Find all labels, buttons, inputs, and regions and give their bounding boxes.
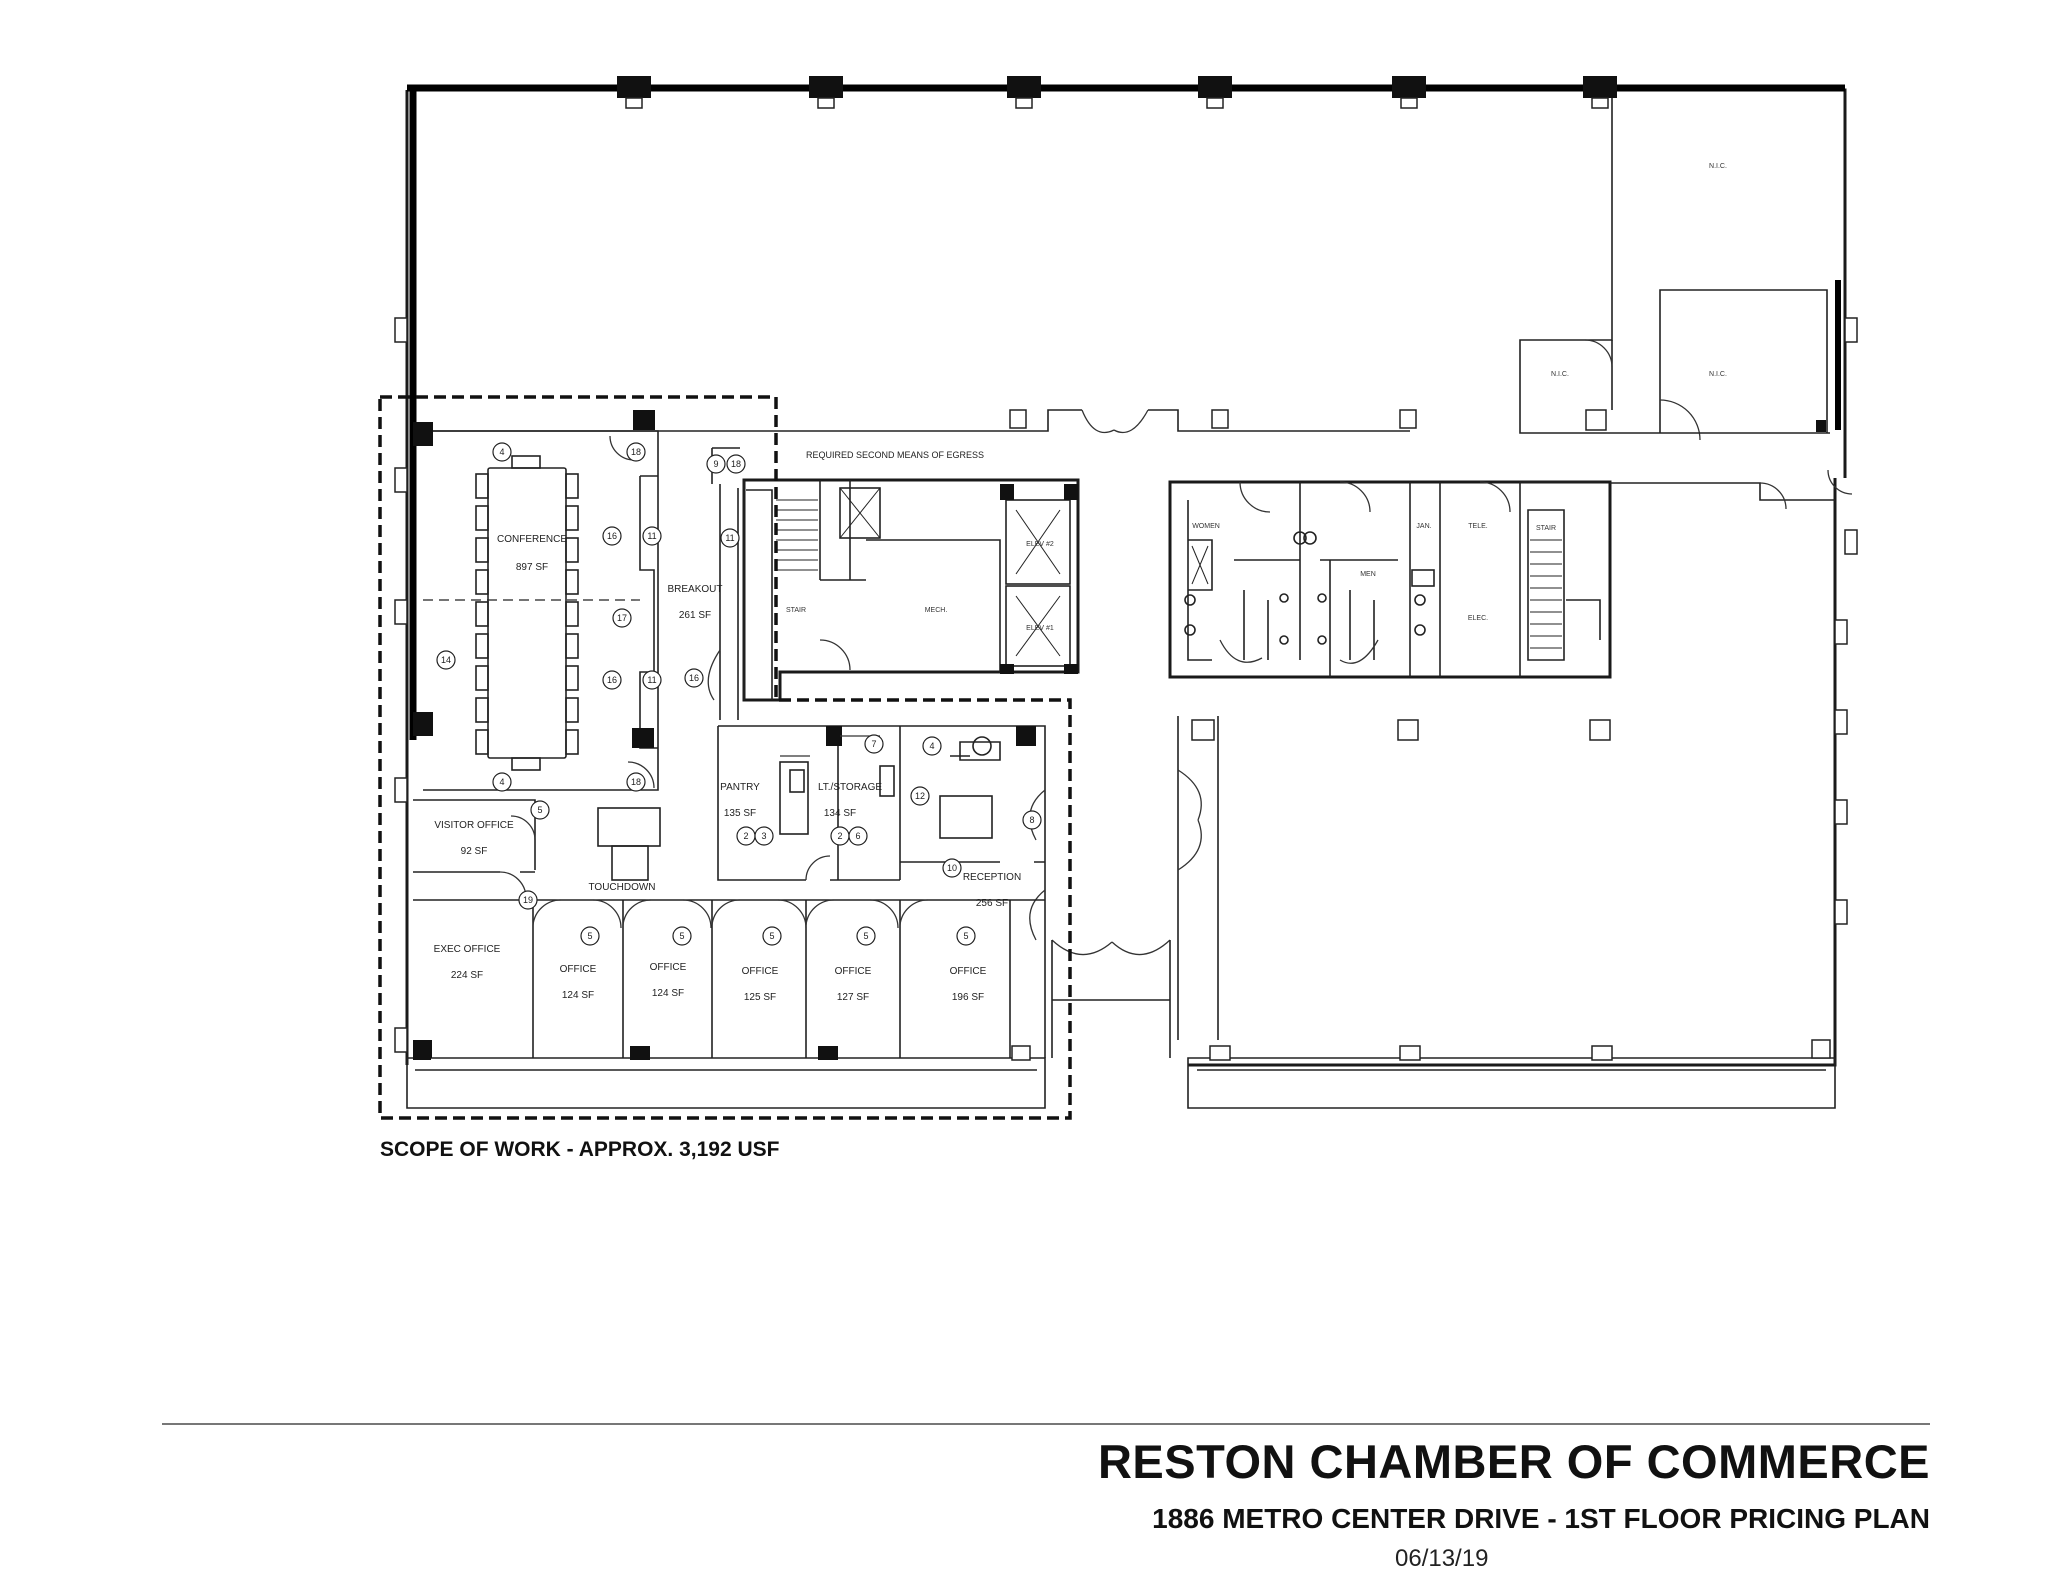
exec-office-area: 224 SF <box>451 970 483 981</box>
keynote-circle: 5 <box>679 931 684 941</box>
visitor-office-name: VISITOR OFFICE <box>434 820 514 831</box>
office-2-area: 124 SF <box>652 988 684 999</box>
keynote-circle: 11 <box>725 533 734 543</box>
keynote-circle: 5 <box>863 931 868 941</box>
visitor-office-area: 92 SF <box>461 846 488 857</box>
keynote-circle: 5 <box>963 931 968 941</box>
keynote-circle: 16 <box>607 675 617 685</box>
room-labels: CONFERENCE 897 SF BREAKOUT 261 SF PANTRY… <box>434 450 1022 1003</box>
office-3-name: OFFICE <box>742 966 779 977</box>
scope-of-work-boundary <box>378 395 1072 1120</box>
keynotes: 4 18 9 18 16 11 11 17 14 16 11 16 4 18 7… <box>436 442 1042 946</box>
pantry-area: 135 SF <box>724 808 756 819</box>
stair-left-label: STAIR <box>786 607 806 614</box>
women-restroom-label: WOMEN <box>1192 523 1220 530</box>
nic-label-east: N.I.C. <box>1709 371 1727 378</box>
egress-note: REQUIRED SECOND MEANS OF EGRESS <box>806 450 984 460</box>
breakout-name: BREAKOUT <box>667 584 722 595</box>
scope-of-work-caption: SCOPE OF WORK - APPROX. 3,192 USF <box>380 1138 780 1161</box>
office-4-area: 127 SF <box>837 992 869 1003</box>
building-shell <box>394 76 1858 1109</box>
exec-office-name: EXEC OFFICE <box>434 944 501 955</box>
nic-label-north: N.I.C. <box>1709 163 1727 170</box>
keynote-circle: 8 <box>1029 815 1034 825</box>
office-4-name: OFFICE <box>835 966 872 977</box>
building-core: STAIR MECH. ELEV #2 ELEV #1 WOMEN <box>742 478 1612 702</box>
tele-room-label: TELE. <box>1468 523 1488 530</box>
office-1-name: OFFICE <box>560 964 597 975</box>
breakout-area: 261 SF <box>679 610 711 621</box>
title-block-date: 06/13/19 <box>1395 1545 1489 1572</box>
keynote-circle: 5 <box>537 805 542 815</box>
keynote-circle: 4 <box>499 777 504 787</box>
touchdown-name: TOUCHDOWN <box>588 882 655 893</box>
conference-name: CONFERENCE <box>497 534 567 545</box>
keynote-circle: 16 <box>607 531 617 541</box>
men-restroom-label: MEN <box>1360 571 1376 578</box>
title-block-title: RESTON CHAMBER OF COMMERCE <box>1097 1435 1930 1488</box>
conference-area: 897 SF <box>516 562 548 573</box>
keynote-circle: 9 <box>713 459 718 469</box>
elec-room-label: ELEC. <box>1468 615 1488 622</box>
stair-right-label: STAIR <box>1536 525 1556 532</box>
keynote-circle: 11 <box>647 531 656 541</box>
keynote-circle: 18 <box>631 447 641 457</box>
scope-interior <box>413 410 1046 1058</box>
title-block-subtitle: 1886 METRO CENTER DRIVE - 1ST FLOOR PRIC… <box>1152 1503 1930 1534</box>
mech-label: MECH. <box>925 607 948 614</box>
keynote-circle: 7 <box>871 739 876 749</box>
keynote-circle: 10 <box>947 863 957 873</box>
elevator-2-label: ELEV #2 <box>1026 541 1054 548</box>
office-5-name: OFFICE <box>950 966 987 977</box>
keynote-circle: 2 <box>837 831 842 841</box>
keynote-circle: 18 <box>731 459 741 469</box>
keynote-circle: 5 <box>587 931 592 941</box>
keynote-circle: 3 <box>761 831 766 841</box>
keynote-circle: 6 <box>855 831 860 841</box>
keynote-circle: 11 <box>647 675 656 685</box>
keynote-circle: 4 <box>929 741 934 751</box>
keynote-circle: 14 <box>441 655 451 665</box>
office-5-area: 196 SF <box>952 992 984 1003</box>
keynote-circle: 12 <box>915 791 925 801</box>
nic-label-small: N.I.C. <box>1551 371 1569 378</box>
storage-name: LT./STORAGE <box>818 782 882 793</box>
egress-note-text: REQUIRED SECOND MEANS OF EGRESS <box>806 450 984 460</box>
keynote-circle: 17 <box>617 613 627 623</box>
east-area <box>1051 469 1853 1058</box>
keynote-circle: 19 <box>523 895 533 905</box>
keynote-circle: 18 <box>631 777 641 787</box>
keynote-circle: 4 <box>499 447 504 457</box>
north-corridor <box>423 409 1830 434</box>
keynote-circle: 2 <box>743 831 748 841</box>
elevator-1-label: ELEV #1 <box>1026 625 1054 632</box>
storage-area: 134 SF <box>824 808 856 819</box>
office-1-area: 124 SF <box>562 990 594 1001</box>
reception-area: 256 SF <box>976 898 1008 909</box>
office-3-area: 125 SF <box>744 992 776 1003</box>
janitor-label: JAN. <box>1416 523 1431 530</box>
reception-name: RECEPTION <box>963 872 1021 883</box>
nic-area: N.I.C. N.I.C. N.I.C. <box>1519 98 1828 441</box>
keynote-circle: 16 <box>689 673 699 683</box>
pantry-name: PANTRY <box>720 782 760 793</box>
title-block-divider <box>162 1423 1930 1425</box>
office-2-name: OFFICE <box>650 962 687 973</box>
keynote-circle: 5 <box>769 931 774 941</box>
